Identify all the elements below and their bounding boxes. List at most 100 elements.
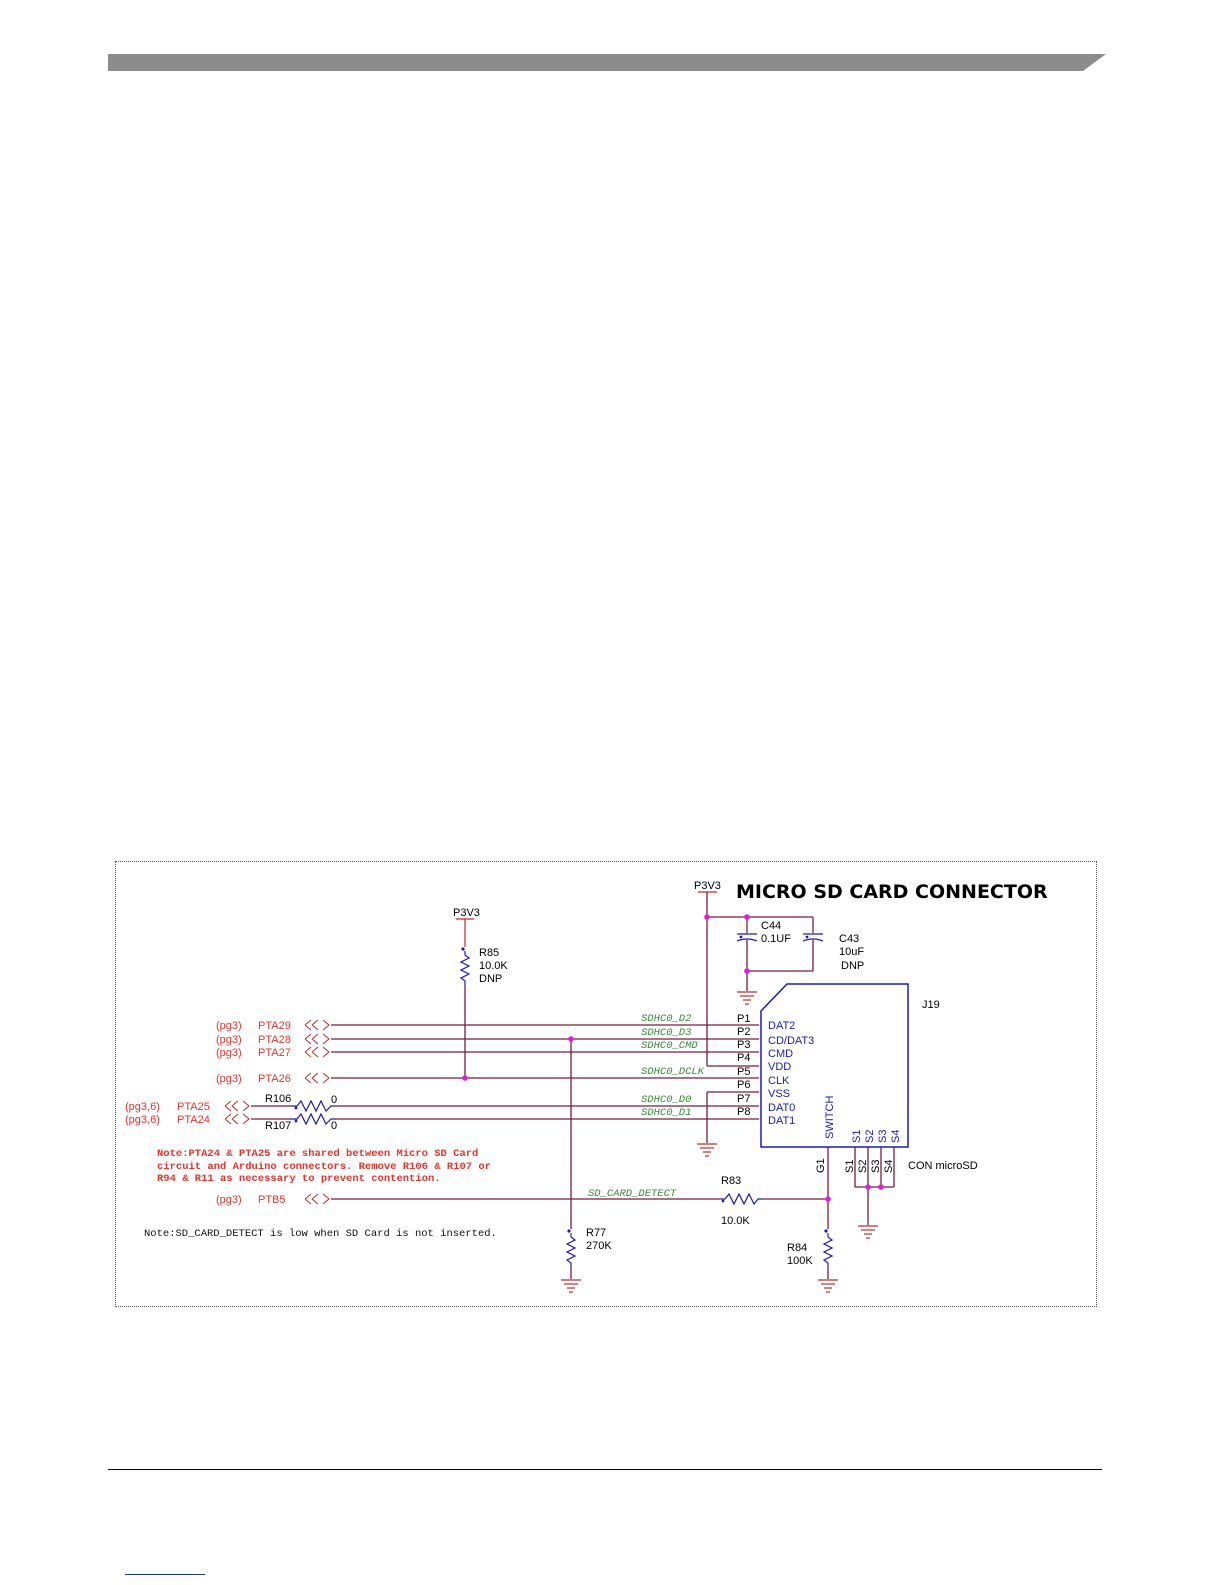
- resistor-r106: [291, 1099, 336, 1113]
- net-label: SDHC0_DCLK: [641, 1066, 705, 1078]
- port-name: PTA26: [258, 1073, 291, 1085]
- junction-dot: [878, 1184, 884, 1190]
- r106-pin1-marker: [294, 1106, 298, 1110]
- port-page-ref: (pg3): [216, 1194, 242, 1206]
- net-label: SDHC0_D0: [641, 1094, 691, 1106]
- pin-num: P8: [737, 1106, 750, 1118]
- junction-dots: [462, 914, 884, 1202]
- r107-pin1-marker: [294, 1119, 298, 1123]
- r85-ref: R85: [479, 947, 499, 959]
- r106-ref: R106: [265, 1093, 291, 1105]
- port-page-ref: (pg3): [216, 1034, 242, 1046]
- junction-dot: [825, 1196, 831, 1202]
- pin-num: P2: [737, 1026, 750, 1038]
- pin-name: DAT1: [768, 1115, 795, 1127]
- shield-pin-label: S2: [864, 1130, 876, 1143]
- port-page-ref: (pg3): [216, 1020, 242, 1032]
- port-name: PTA24: [177, 1114, 210, 1126]
- ground-symbol-vss: [697, 1143, 717, 1157]
- footer-link-underline: [125, 1574, 205, 1575]
- pin-num: P3: [737, 1039, 750, 1051]
- c43-value: 10uF: [839, 946, 864, 958]
- resistor-r84: [822, 1233, 834, 1267]
- port-page-ref: (pg3): [216, 1047, 242, 1059]
- footer-rule: [108, 1469, 1102, 1470]
- pin-num: P1: [737, 1013, 750, 1025]
- shield-pin-label: S1: [851, 1130, 863, 1143]
- pin-name: CLK: [768, 1075, 790, 1087]
- shield-wires: [854, 1147, 895, 1225]
- note-contention-line3: R94 & R11 as necessary to prevent conten…: [157, 1173, 441, 1185]
- resistor-r83: [721, 1192, 763, 1206]
- j19-pins: P1 P2 P3 P4 P5 P6 P7 P8 DAT2 CD/DAT3 CMD…: [737, 1013, 814, 1127]
- shield-pin-label: S3: [877, 1130, 889, 1143]
- junction-dot: [568, 1036, 574, 1042]
- power-label-p3v3-right: P3V3: [694, 880, 721, 892]
- schematic-frame: MICRO SD CARD CONNECTOR P3V3 R85 10.0K D…: [115, 861, 1097, 1307]
- r107-value: 0: [331, 1120, 337, 1132]
- c43-note: DNP: [841, 960, 864, 972]
- note-contention-line1: Note:PTA24 & PTA25 are shared between Mi…: [157, 1148, 478, 1160]
- shield-pin-num: S1: [844, 1160, 856, 1173]
- net-label: SDHC0_CMD: [641, 1040, 698, 1052]
- c43-ref: C43: [839, 933, 859, 945]
- ground-symbol-r84: [818, 1279, 838, 1293]
- note-card-detect: Note:SD_CARD_DETECT is low when SD Card …: [144, 1228, 497, 1240]
- c44-value: 0.1UF: [761, 933, 791, 945]
- switch-label: SWITCH: [824, 1096, 836, 1139]
- net-label: SDHC0_D3: [641, 1027, 691, 1039]
- pin-name: DAT0: [768, 1102, 795, 1114]
- shield-pin-num: S2: [857, 1160, 869, 1173]
- port-page-ref: (pg3,6): [125, 1114, 160, 1126]
- r83-ref: R83: [721, 1175, 741, 1187]
- pin-name: VSS: [768, 1088, 790, 1100]
- pin-name: VDD: [768, 1061, 791, 1073]
- port-name: PTA29: [258, 1020, 291, 1032]
- port-name: PTA27: [258, 1047, 291, 1059]
- page-header-bar: [108, 54, 1106, 71]
- r85-note: DNP: [479, 973, 502, 985]
- connector-j19-body: [760, 983, 909, 1148]
- r106-value: 0: [331, 1094, 337, 1106]
- c44-ref: C44: [761, 920, 781, 932]
- signal-wires: [251, 1024, 828, 1200]
- r83-value: 10.0K: [721, 1215, 750, 1227]
- pin-num: P4: [737, 1052, 750, 1064]
- port-page-ref: (pg3): [216, 1073, 242, 1085]
- port-name: PTA28: [258, 1034, 291, 1046]
- net-label: SDHC0_D1: [641, 1107, 691, 1119]
- power-label-p3v3-left: P3V3: [453, 907, 480, 919]
- r84-value: 100K: [787, 1255, 813, 1267]
- junction-dot: [744, 914, 750, 920]
- port-page-ref: (pg3,6): [125, 1101, 160, 1113]
- port-name: PTA25: [177, 1101, 210, 1113]
- r77-pin1-marker: [567, 1229, 571, 1233]
- r85-pin1-marker: [461, 947, 465, 951]
- net-label: SDHC0_D2: [641, 1013, 691, 1025]
- resistor-r77: [565, 1233, 577, 1267]
- ground-symbol-caps: [737, 991, 757, 1005]
- ground-symbol-shield: [858, 1225, 878, 1239]
- port-connectors: [224, 1019, 330, 1205]
- pin-num: P5: [737, 1066, 750, 1078]
- ground-symbol-r77: [561, 1279, 581, 1293]
- shield-pin-num: S4: [883, 1160, 895, 1173]
- schematic-title: MICRO SD CARD CONNECTOR: [736, 881, 1048, 903]
- r84-ref: R84: [787, 1242, 807, 1254]
- net-label: SD_CARD_DETECT: [588, 1188, 677, 1200]
- j19-part: CON microSD: [908, 1160, 978, 1172]
- pin-num: P7: [737, 1093, 750, 1105]
- pin-name: CMD: [768, 1048, 793, 1060]
- junction-dot: [704, 914, 710, 920]
- capacitor-c44: [736, 933, 758, 942]
- pin-num: P6: [737, 1079, 750, 1091]
- port-name: PTB5: [258, 1194, 286, 1206]
- shield-pin-label: S4: [890, 1130, 902, 1143]
- schematic-diagram: MICRO SD CARD CONNECTOR P3V3 R85 10.0K D…: [125, 880, 1048, 1293]
- pin-name: CD/DAT3: [768, 1035, 814, 1047]
- j19-ref: J19: [922, 999, 940, 1011]
- ground-pin-label: G1: [815, 1158, 827, 1173]
- resistor-r85: [459, 951, 471, 985]
- r77-value: 270K: [586, 1240, 612, 1252]
- r85-value: 10.0K: [479, 960, 508, 972]
